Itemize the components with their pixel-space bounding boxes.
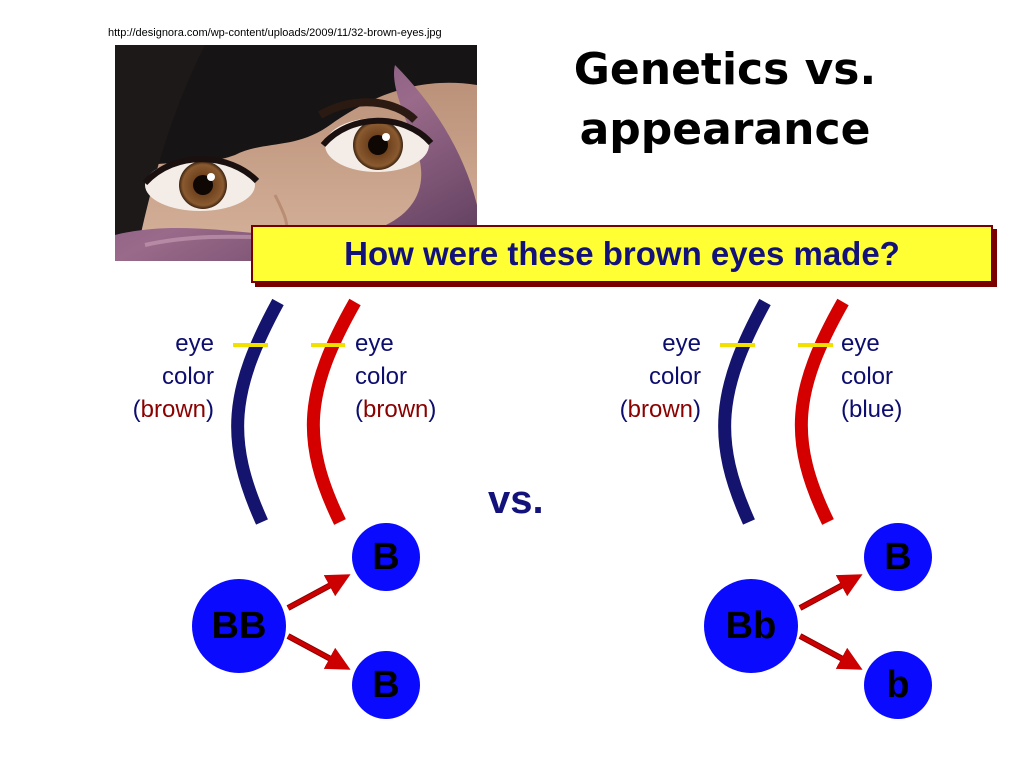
- paren-open: (: [355, 396, 363, 423]
- right-genotype-circle: Bb: [704, 579, 798, 673]
- allele-name: brown: [363, 396, 429, 423]
- paren-close: ): [693, 396, 701, 423]
- left-arrow-up: [286, 574, 351, 611]
- left-blue-chromosome: [231, 298, 284, 525]
- question-banner: How were these brown eyes made?: [251, 225, 993, 283]
- label-allele-line: (brown): [586, 393, 701, 426]
- left-gamete-bottom-circle: B: [352, 651, 420, 719]
- paren-close: ): [206, 396, 214, 423]
- right-gamete-bottom-circle: b: [864, 651, 932, 719]
- paren-close: ): [428, 396, 437, 423]
- title-line-2: appearance: [579, 104, 871, 155]
- right-gamete-top-circle: B: [864, 523, 932, 591]
- left-genotype-circle: BB: [192, 579, 286, 673]
- label-word: eye: [662, 330, 701, 357]
- right-red-chromosome: [794, 298, 849, 525]
- allele-name: brown: [627, 396, 693, 423]
- left-chrom2-label: eye color (brown): [355, 327, 485, 426]
- label-word: (blue): [841, 396, 903, 423]
- right-arrow-down: [798, 633, 863, 670]
- label-word: color: [648, 363, 701, 390]
- left-red-chromosome: [306, 298, 361, 525]
- vs-label: vs.: [488, 478, 544, 522]
- right-blue-chromosome: [718, 298, 771, 525]
- left-chrom1-label: eye color (brown): [100, 327, 214, 426]
- right-chrom2-label: eye color (blue): [841, 327, 971, 426]
- image-source-url[interactable]: http://designora.com/wp-content/uploads/…: [108, 27, 442, 39]
- label-allele-line: (brown): [355, 393, 485, 426]
- right-arrow-up: [798, 574, 863, 611]
- allele-name: brown: [140, 396, 206, 423]
- label-word: color: [355, 363, 408, 390]
- paren-open: (: [132, 396, 141, 423]
- title-line-1: Genetics vs.: [573, 44, 877, 95]
- label-word: eye: [175, 330, 214, 357]
- question-text: How were these brown eyes made?: [344, 235, 900, 272]
- left-gamete-top-circle: B: [352, 523, 420, 591]
- label-word: eye: [841, 330, 880, 357]
- label-allele-line: (brown): [100, 393, 214, 426]
- right-chrom1-label: eye color (brown): [586, 327, 701, 426]
- paren-open: (: [619, 396, 628, 423]
- label-word: color: [161, 363, 214, 390]
- label-word: eye: [355, 330, 394, 357]
- label-word: color: [841, 363, 894, 390]
- left-arrow-down: [286, 633, 351, 670]
- slide-title: Genetics vs. appearance: [520, 40, 930, 160]
